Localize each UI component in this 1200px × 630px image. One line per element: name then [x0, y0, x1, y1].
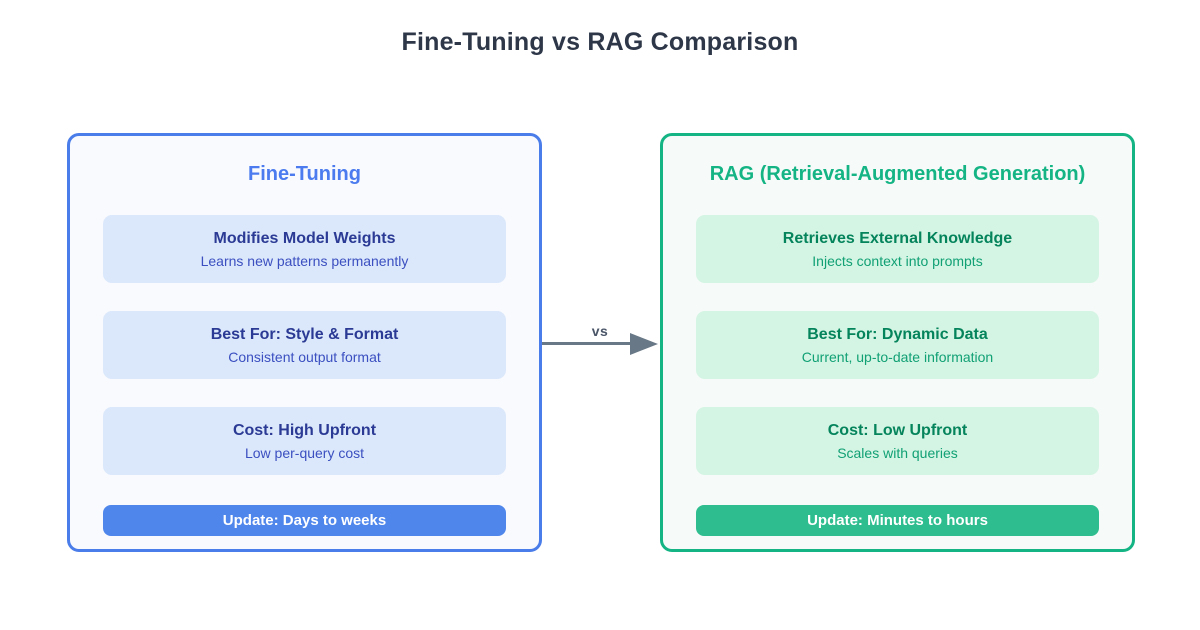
arrow-head-icon	[630, 332, 658, 355]
card-subtitle: Injects context into prompts	[812, 252, 983, 269]
arrow-line	[542, 342, 634, 345]
card-subtitle: Low per-query cost	[244, 444, 365, 461]
vs-label: vs	[591, 323, 609, 339]
card-title: Retrieves External Knowledge	[782, 229, 1013, 247]
feature-card: Cost: High Upfront Low per-query cost	[103, 407, 506, 475]
update-badge: Update: Minutes to hours	[696, 505, 1099, 536]
feature-card: Retrieves External Knowledge Injects con…	[696, 215, 1099, 283]
card-subtitle: Consistent output format	[228, 348, 381, 365]
panel-rag: RAG (Retrieval-Augmented Generation) Ret…	[660, 133, 1135, 552]
card-subtitle: Current, up-to-date information	[801, 348, 994, 365]
feature-card: Modifies Model Weights Learns new patter…	[103, 215, 506, 283]
card-title: Best For: Dynamic Data	[807, 325, 988, 343]
feature-card: Cost: Low Upfront Scales with queries	[696, 407, 1099, 475]
feature-card: Best For: Dynamic Data Current, up-to-da…	[696, 311, 1099, 379]
page-title: Fine-Tuning vs RAG Comparison	[401, 28, 799, 56]
card-title: Modifies Model Weights	[213, 229, 396, 247]
card-subtitle: Scales with queries	[837, 444, 958, 461]
panel-title: Fine-Tuning	[248, 163, 361, 185]
vs-connector: vs	[542, 320, 658, 368]
panel-title: RAG (Retrieval-Augmented Generation)	[709, 163, 1086, 185]
panel-fine-tuning: Fine-Tuning Modifies Model Weights Learn…	[67, 133, 542, 552]
card-title: Cost: High Upfront	[232, 421, 377, 439]
card-title: Best For: Style & Format	[210, 325, 399, 343]
card-title: Cost: Low Upfront	[827, 421, 968, 439]
card-subtitle: Learns new patterns permanently	[200, 252, 409, 269]
update-badge: Update: Days to weeks	[103, 505, 506, 536]
feature-card: Best For: Style & Format Consistent outp…	[103, 311, 506, 379]
